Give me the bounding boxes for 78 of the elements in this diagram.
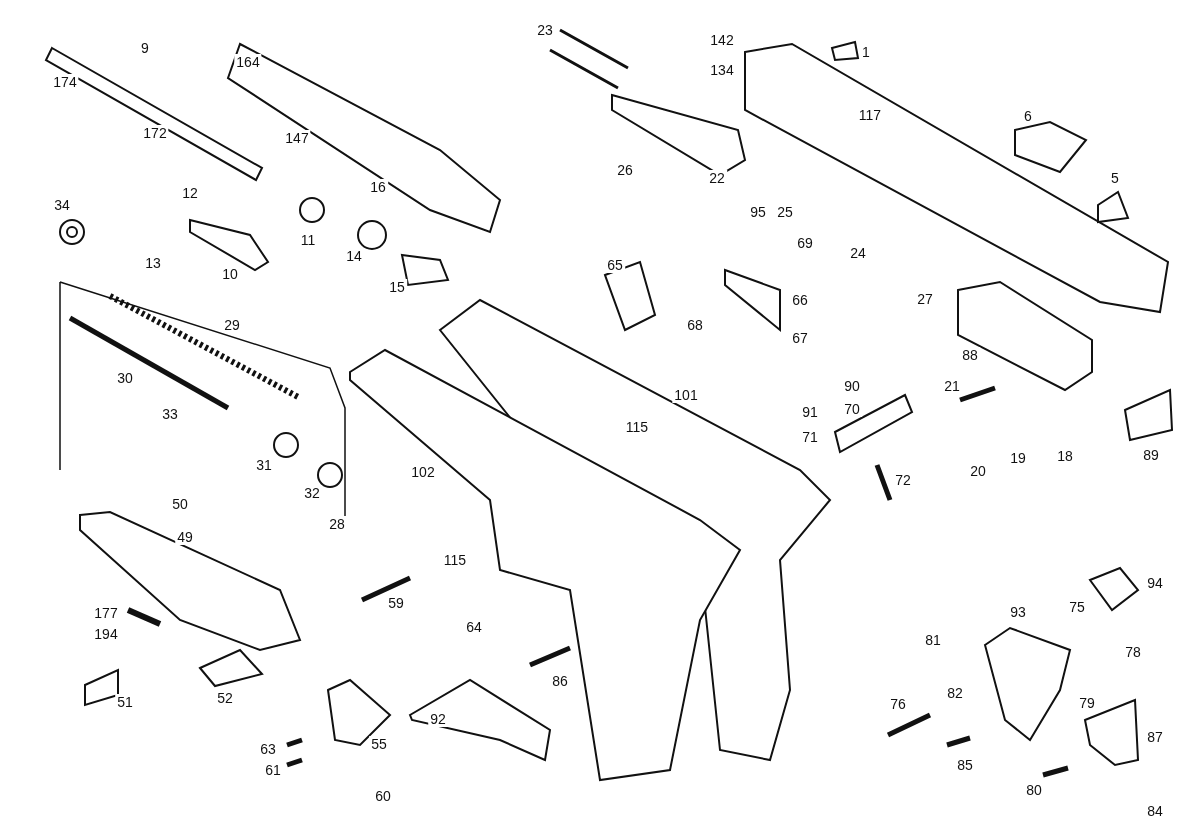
callout-number: 18	[1055, 448, 1075, 464]
callout-number: 177	[92, 605, 120, 621]
callout-number: 172	[141, 125, 169, 141]
callout-number: 89	[1141, 447, 1161, 463]
callout-number: 25	[775, 204, 795, 220]
callout-number: 71	[800, 429, 820, 445]
callout-number: 78	[1123, 644, 1143, 660]
callout-number: 134	[708, 62, 736, 78]
callout-number: 24	[848, 245, 868, 261]
callout-number: 79	[1077, 695, 1097, 711]
callout-number: 50	[170, 496, 190, 512]
callout-number: 102	[409, 464, 437, 480]
callout-number: 29	[222, 317, 242, 333]
callout-number: 32	[302, 485, 322, 501]
callout-number: 14	[344, 248, 364, 264]
callout-number: 91	[800, 404, 820, 420]
callout-number: 52	[215, 690, 235, 706]
callout-number: 82	[945, 685, 965, 701]
callout-number: 68	[685, 317, 705, 333]
callout-number: 19	[1008, 450, 1028, 466]
callout-number: 69	[795, 235, 815, 251]
callout-number: 49	[175, 529, 195, 545]
callout-number: 84	[1145, 803, 1165, 819]
callout-number: 13	[143, 255, 163, 271]
callout-number: 81	[923, 632, 943, 648]
callout-number: 194	[92, 626, 120, 642]
callout-number: 93	[1008, 604, 1028, 620]
callout-number: 90	[842, 378, 862, 394]
callout-number: 66	[790, 292, 810, 308]
callout-number: 23	[535, 22, 555, 38]
callout-number: 15	[387, 279, 407, 295]
callout-number: 174	[51, 74, 79, 90]
callout-number: 94	[1145, 575, 1165, 591]
callout-number: 31	[254, 457, 274, 473]
callout-number: 164	[234, 54, 262, 70]
callout-number: 6	[1022, 108, 1034, 124]
callout-number: 115	[441, 552, 469, 568]
callout-number: 88	[960, 347, 980, 363]
callout-number: 12	[180, 185, 200, 201]
callout-number: 26	[615, 162, 635, 178]
callout-number: 34	[52, 197, 72, 213]
callout-number: 21	[942, 378, 962, 394]
callout-number: 70	[842, 401, 862, 417]
callout-number: 67	[790, 330, 810, 346]
callout-number: 16	[368, 179, 388, 195]
callout-number: 86	[550, 673, 570, 689]
callout-number: 142	[708, 32, 736, 48]
callout-number: 95	[748, 204, 768, 220]
callout-number: 27	[915, 291, 935, 307]
callout-number: 147	[283, 130, 311, 146]
callout-number: 55	[369, 736, 389, 752]
callout-number: 10	[220, 266, 240, 282]
callout-number: 60	[373, 788, 393, 804]
callout-number: 22	[707, 170, 727, 186]
callout-number: 5	[1109, 170, 1121, 186]
callout-number: 59	[386, 595, 406, 611]
callout-number: 92	[428, 711, 448, 727]
callout-number: 30	[115, 370, 135, 386]
callout-number: 115	[623, 419, 651, 435]
callout-number: 65	[605, 257, 625, 273]
callout-number: 63	[258, 741, 278, 757]
callout-number: 117	[856, 107, 884, 123]
callout-number: 28	[327, 516, 347, 532]
callout-number: 76	[888, 696, 908, 712]
callout-number: 64	[464, 619, 484, 635]
callout-number: 72	[893, 472, 913, 488]
callout-number: 9	[139, 40, 151, 56]
callout-number: 20	[968, 463, 988, 479]
callout-number: 80	[1024, 782, 1044, 798]
callout-number: 1	[860, 44, 872, 60]
callout-number: 61	[263, 762, 283, 778]
callout-number: 85	[955, 757, 975, 773]
callout-number: 11	[298, 232, 318, 248]
callout-number: 51	[115, 694, 135, 710]
callout-number: 75	[1067, 599, 1087, 615]
callout-number: 33	[160, 406, 180, 422]
callout-number: 101	[672, 387, 700, 403]
callout-number: 87	[1145, 729, 1165, 745]
